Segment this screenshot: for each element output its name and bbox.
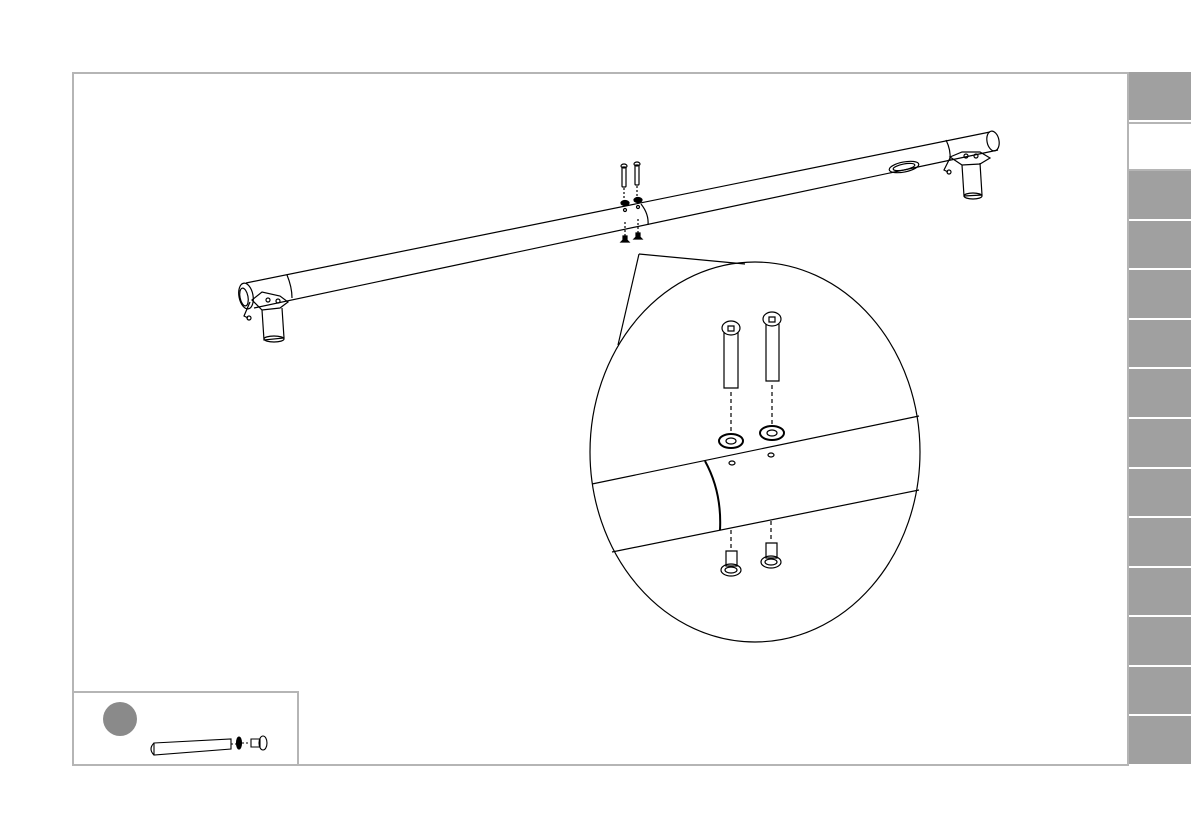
bolt-washer-nut-hardware-icon <box>74 693 301 768</box>
parts-legend-box <box>72 691 299 766</box>
detail-bolts-icon <box>719 312 784 576</box>
right-leg-bracket-icon <box>944 152 990 199</box>
left-leg-bracket-icon <box>244 292 288 342</box>
top-bar-icon <box>237 130 1001 310</box>
detail-magnifier-icon <box>590 254 920 642</box>
